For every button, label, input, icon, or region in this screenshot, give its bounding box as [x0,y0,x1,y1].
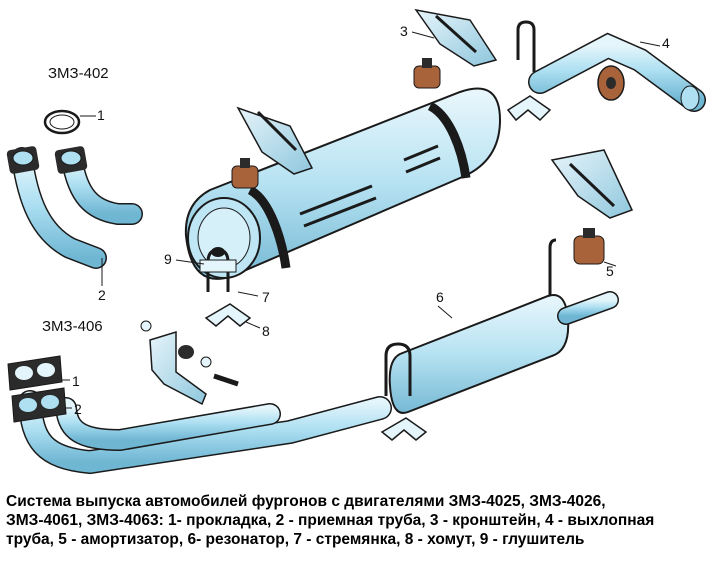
gasket-lower [7,355,63,391]
leader-9 [175,259,205,265]
bracket-muffler-left [236,106,314,175]
rubber-mount-5 [573,228,605,265]
flange-lower [11,387,67,423]
bracket-5 [550,149,634,219]
callout-4: 4 [662,35,670,51]
callout-1-upper: 1 [97,107,105,123]
callout-5: 5 [606,263,614,279]
leader-8 [245,321,261,329]
callout-3: 3 [400,23,408,39]
intake-pipe-upper [6,146,143,269]
clamp-lower [380,417,428,441]
rubber-mount-muffler-left [231,158,259,189]
u-bolt-7 [199,248,237,292]
callout-9: 9 [164,251,172,267]
leader-5 [603,261,617,267]
bracket-3 [414,8,498,67]
callout-8: 8 [262,323,270,339]
clamp-8 [204,303,252,327]
rubber-mount-muffler-top [413,58,441,89]
engine-label-upper: ЗМЗ-402 [48,65,109,82]
callout-1-lower: 1 [72,373,80,389]
clamp-pipe-4 [506,95,552,122]
caption-line-3: труба, 5 - амортизатор, 6- резонатор, 7 … [6,531,585,548]
callout-2-lower: 2 [74,401,82,417]
leader-3 [411,31,435,39]
figure-caption: Система выпуска автомобилей фургонов с д… [6,492,706,549]
u-bolt-lower [384,342,412,396]
hanger-bracket-lower [140,320,239,406]
rubber-ring-4 [597,65,625,101]
lower-intake-pipe [18,390,392,475]
caption-line-2: ЗМЗ-4061, ЗМЗ-4063: 1- прокладка, 2 - пр… [6,512,655,529]
engine-label-lower: ЗМЗ-406 [42,318,103,335]
leader-6 [437,305,453,319]
leader-4 [639,41,661,47]
callout-6: 6 [436,289,444,305]
exhaust-pipe-4 [516,20,706,112]
callout-2-upper: 2 [98,287,106,303]
caption-line-1: Система выпуска автомобилей фургонов с д… [6,493,606,510]
diagram-canvas: ЗМЗ-402 ЗМЗ-406 1 2 3 4 5 6 7 8 9 1 2 [6,8,706,475]
resonator-6 [388,238,619,414]
callout-7: 7 [262,289,270,305]
gasket-upper [43,109,81,135]
leader-7 [237,291,259,297]
